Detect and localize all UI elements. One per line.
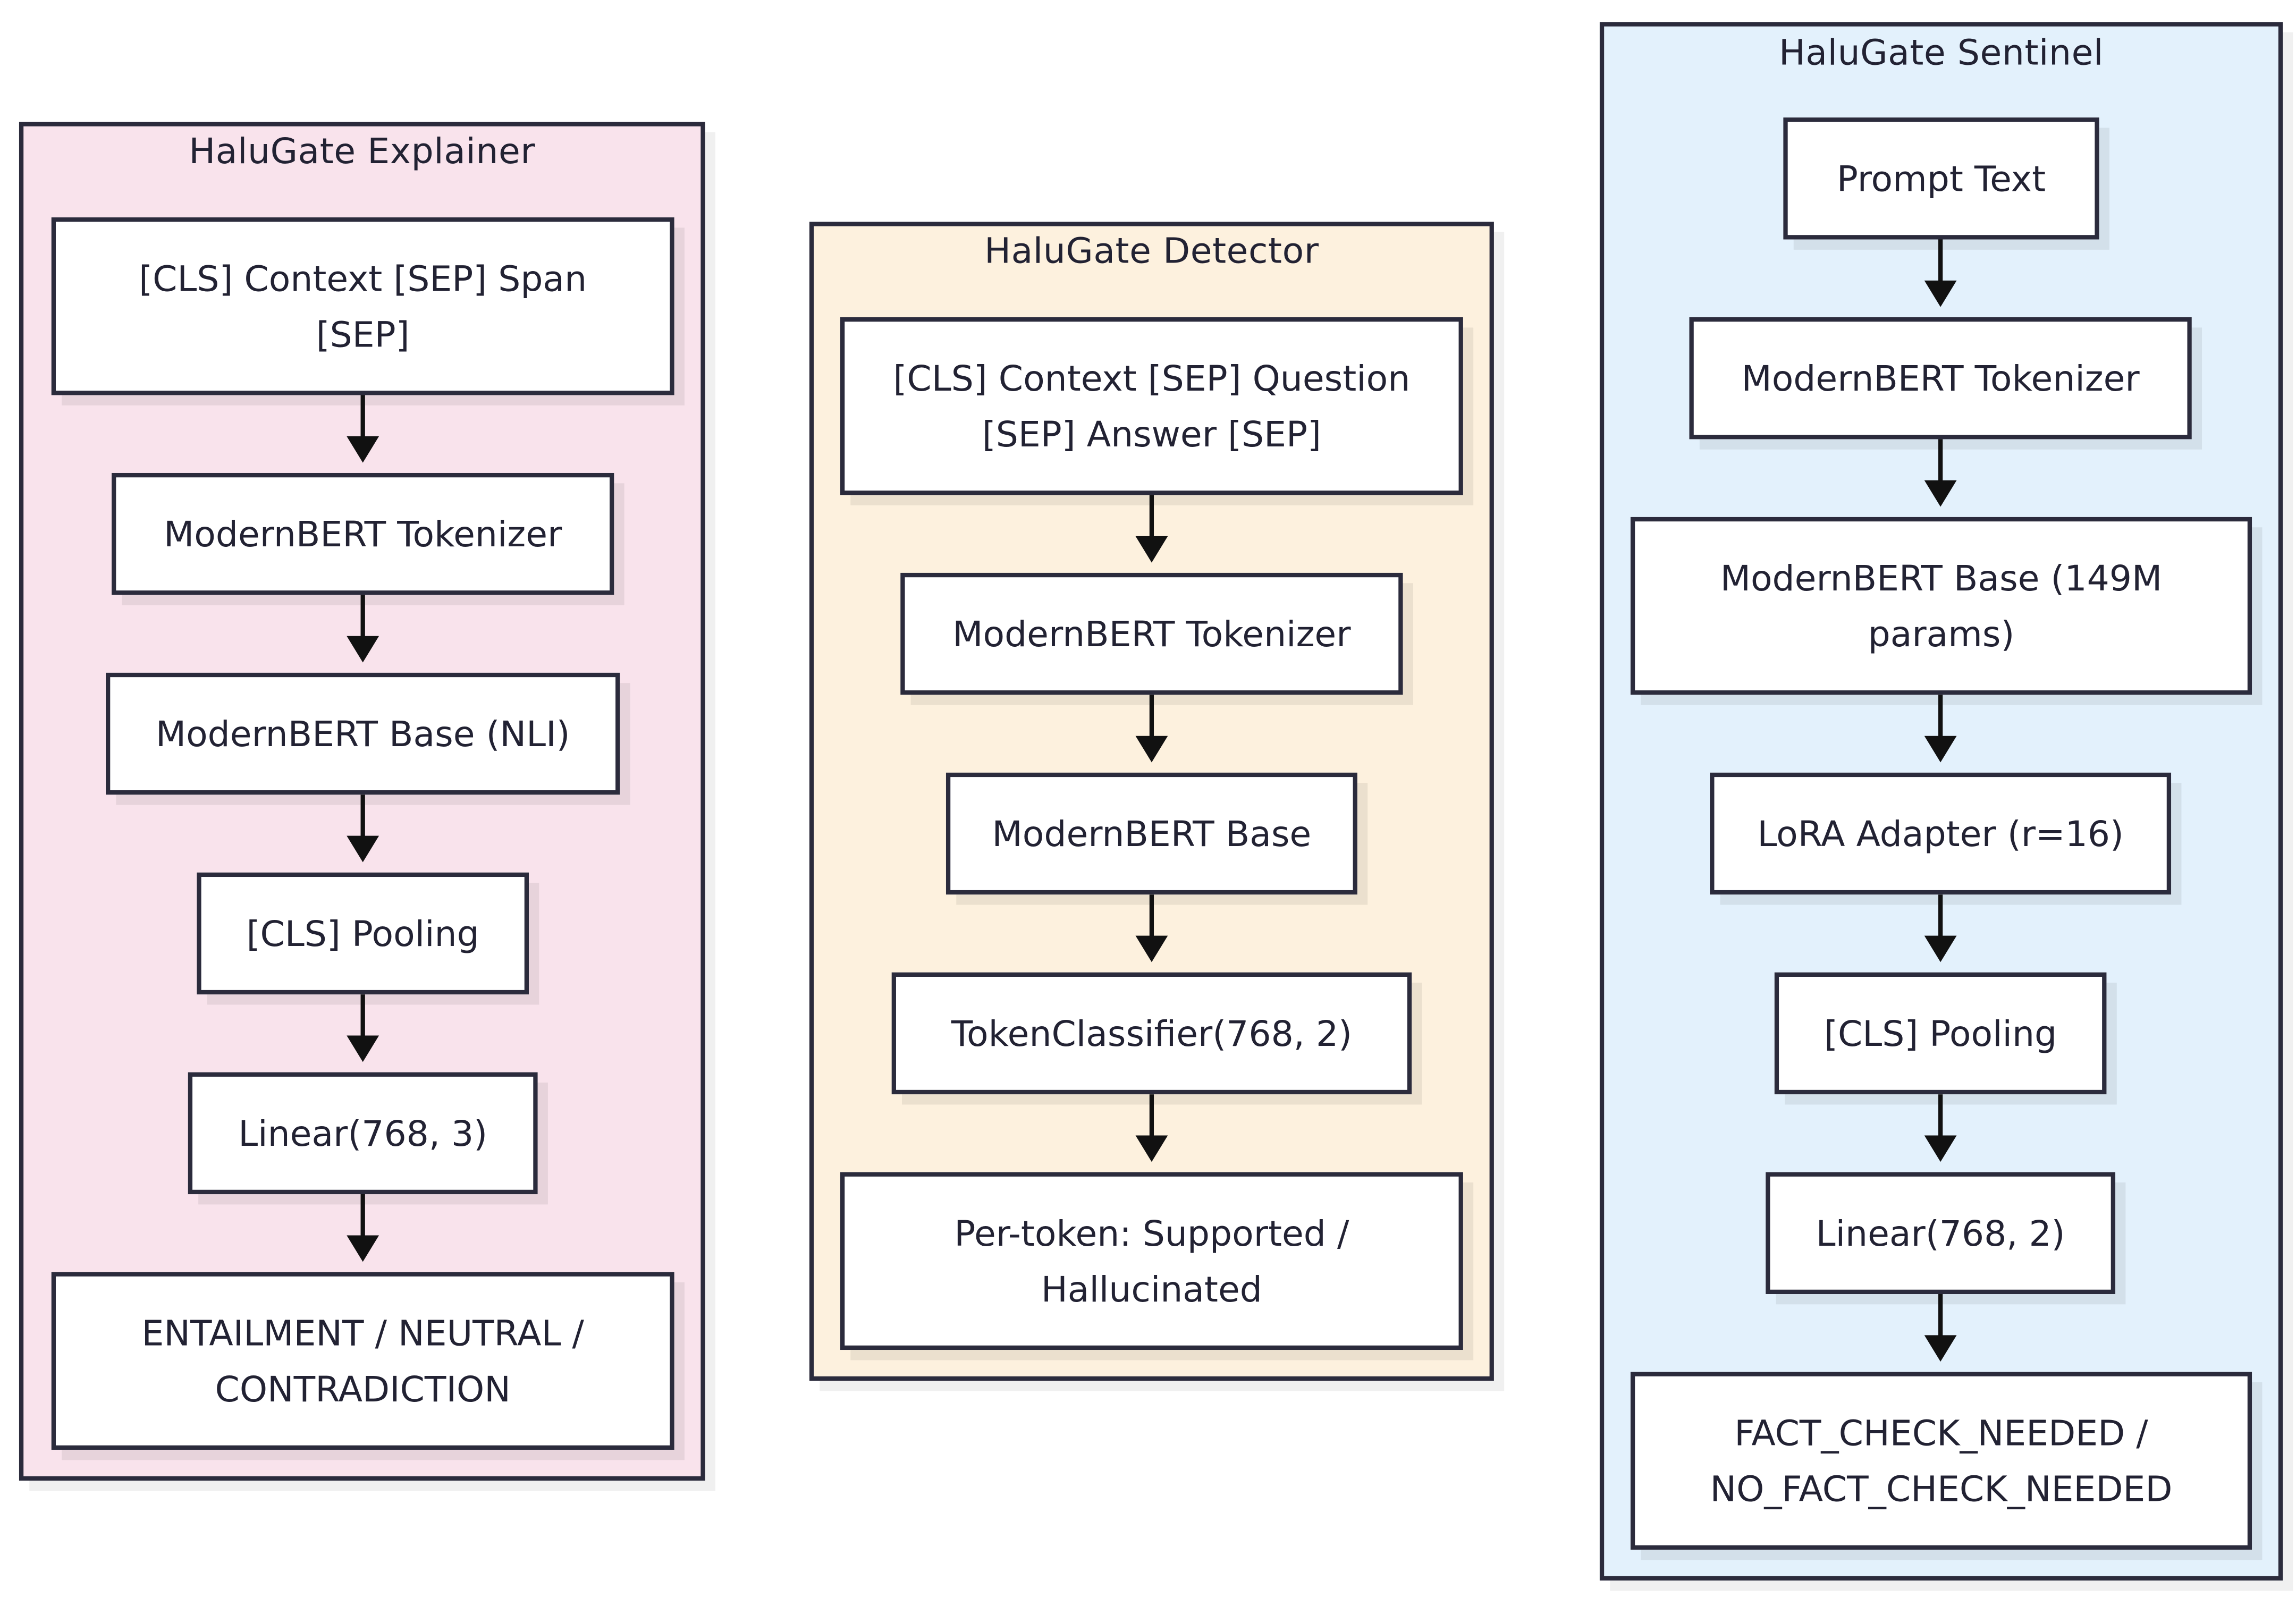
detector-arrow-3	[1131, 894, 1172, 965]
sentinel-input-node: Prompt Text	[1783, 117, 2099, 240]
sentinel-arrow-3	[1920, 695, 1961, 765]
detector-input-node: [CLS] Context [SEP] Question [SEP] Answe…	[840, 317, 1463, 495]
explainer-pooling-node: [CLS] Pooling	[197, 872, 529, 995]
detector-output-node: Per-token: Supported / Hallucinated	[840, 1172, 1463, 1350]
detector-tokenizer-node: ModernBERT Tokenizer	[900, 572, 1403, 695]
sentinel-arrow-4	[1920, 894, 1961, 965]
explainer-arrow-4	[342, 994, 383, 1065]
detector-arrow-1	[1131, 495, 1172, 565]
explainer-base-node: ModernBERT Base (NLI)	[106, 672, 620, 795]
sentinel-title: HaluGate Sentinel	[1778, 32, 2104, 74]
detector-arrow-2	[1131, 695, 1172, 765]
sentinel-pooling-node: [CLS] Pooling	[1774, 972, 2107, 1095]
explainer-input-node: [CLS] Context [SEP] Span [SEP]	[51, 217, 674, 395]
explainer-arrow-3	[342, 795, 383, 865]
explainer-output-node: ENTAILMENT / NEUTRAL / CONTRADICTION	[51, 1272, 674, 1450]
detector-base-node: ModernBERT Base	[946, 772, 1357, 895]
detector-classifier-node: TokenClassifier(768, 2)	[891, 972, 1412, 1095]
sentinel-arrow-6	[1920, 1294, 1961, 1365]
explainer-linear-node: Linear(768, 3)	[188, 1072, 538, 1195]
sentinel-output-node: FACT_CHECK_NEEDED / NO_FACT_CHECK_NEEDED	[1630, 1372, 2252, 1550]
sentinel-arrow-5	[1920, 1094, 1961, 1165]
explainer-tokenizer-node: ModernBERT Tokenizer	[112, 472, 614, 595]
explainer-arrow-5	[342, 1194, 383, 1265]
sentinel-base-node: ModernBERT Base (149M params)	[1630, 517, 2252, 695]
explainer-arrow-2	[342, 595, 383, 665]
sentinel-lora-node: LoRA Adapter (r=16)	[1710, 772, 2172, 895]
sentinel-arrow-2	[1920, 439, 1961, 510]
sentinel-tokenizer-node: ModernBERT Tokenizer	[1689, 317, 2192, 440]
explainer-title: HaluGate Explainer	[189, 130, 536, 172]
sentinel-linear-node: Linear(768, 2)	[1766, 1172, 2116, 1294]
sentinel-arrow-1	[1920, 239, 1961, 310]
detector-title: HaluGate Detector	[984, 230, 1319, 272]
explainer-arrow-1	[342, 395, 383, 466]
detector-arrow-4	[1131, 1094, 1172, 1165]
